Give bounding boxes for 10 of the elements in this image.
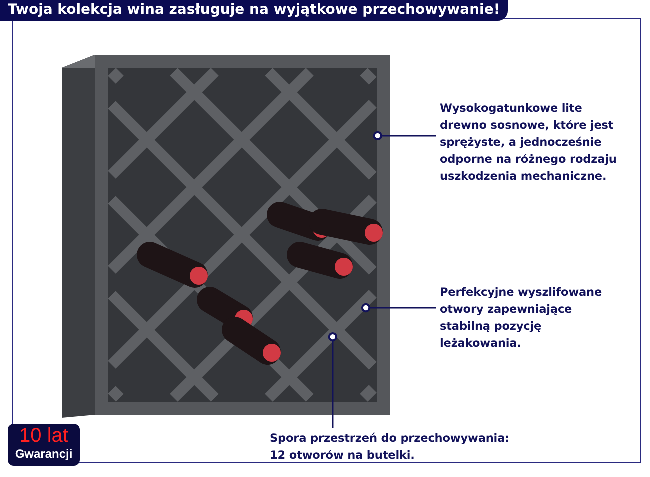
callout-text: Spora przestrzeń do przechowywania: 12 otworów na butelki. xyxy=(270,430,510,464)
leader-line xyxy=(361,303,436,313)
leader-line xyxy=(373,131,436,141)
callout-text: Perfekcyjne wyszlifowane otwory zapewniające stabilną pozycję leżakowania. xyxy=(440,284,624,352)
wine-rack-drawing xyxy=(62,55,390,418)
badge-text: Gwarancji xyxy=(15,447,73,462)
badge-text: 10 lat xyxy=(20,425,68,447)
callout-text: Wysokogatunkowe lite drewno sosnowe, które jest sprężyste, a jednocześnie odporne na różnego rodzaju uszkodzenia mechaniczne. xyxy=(440,100,628,185)
leader-line xyxy=(328,332,338,428)
title-banner: Twoja kolekcja wina zasługuje na wyjątkowe przechowywanie! xyxy=(0,0,508,21)
